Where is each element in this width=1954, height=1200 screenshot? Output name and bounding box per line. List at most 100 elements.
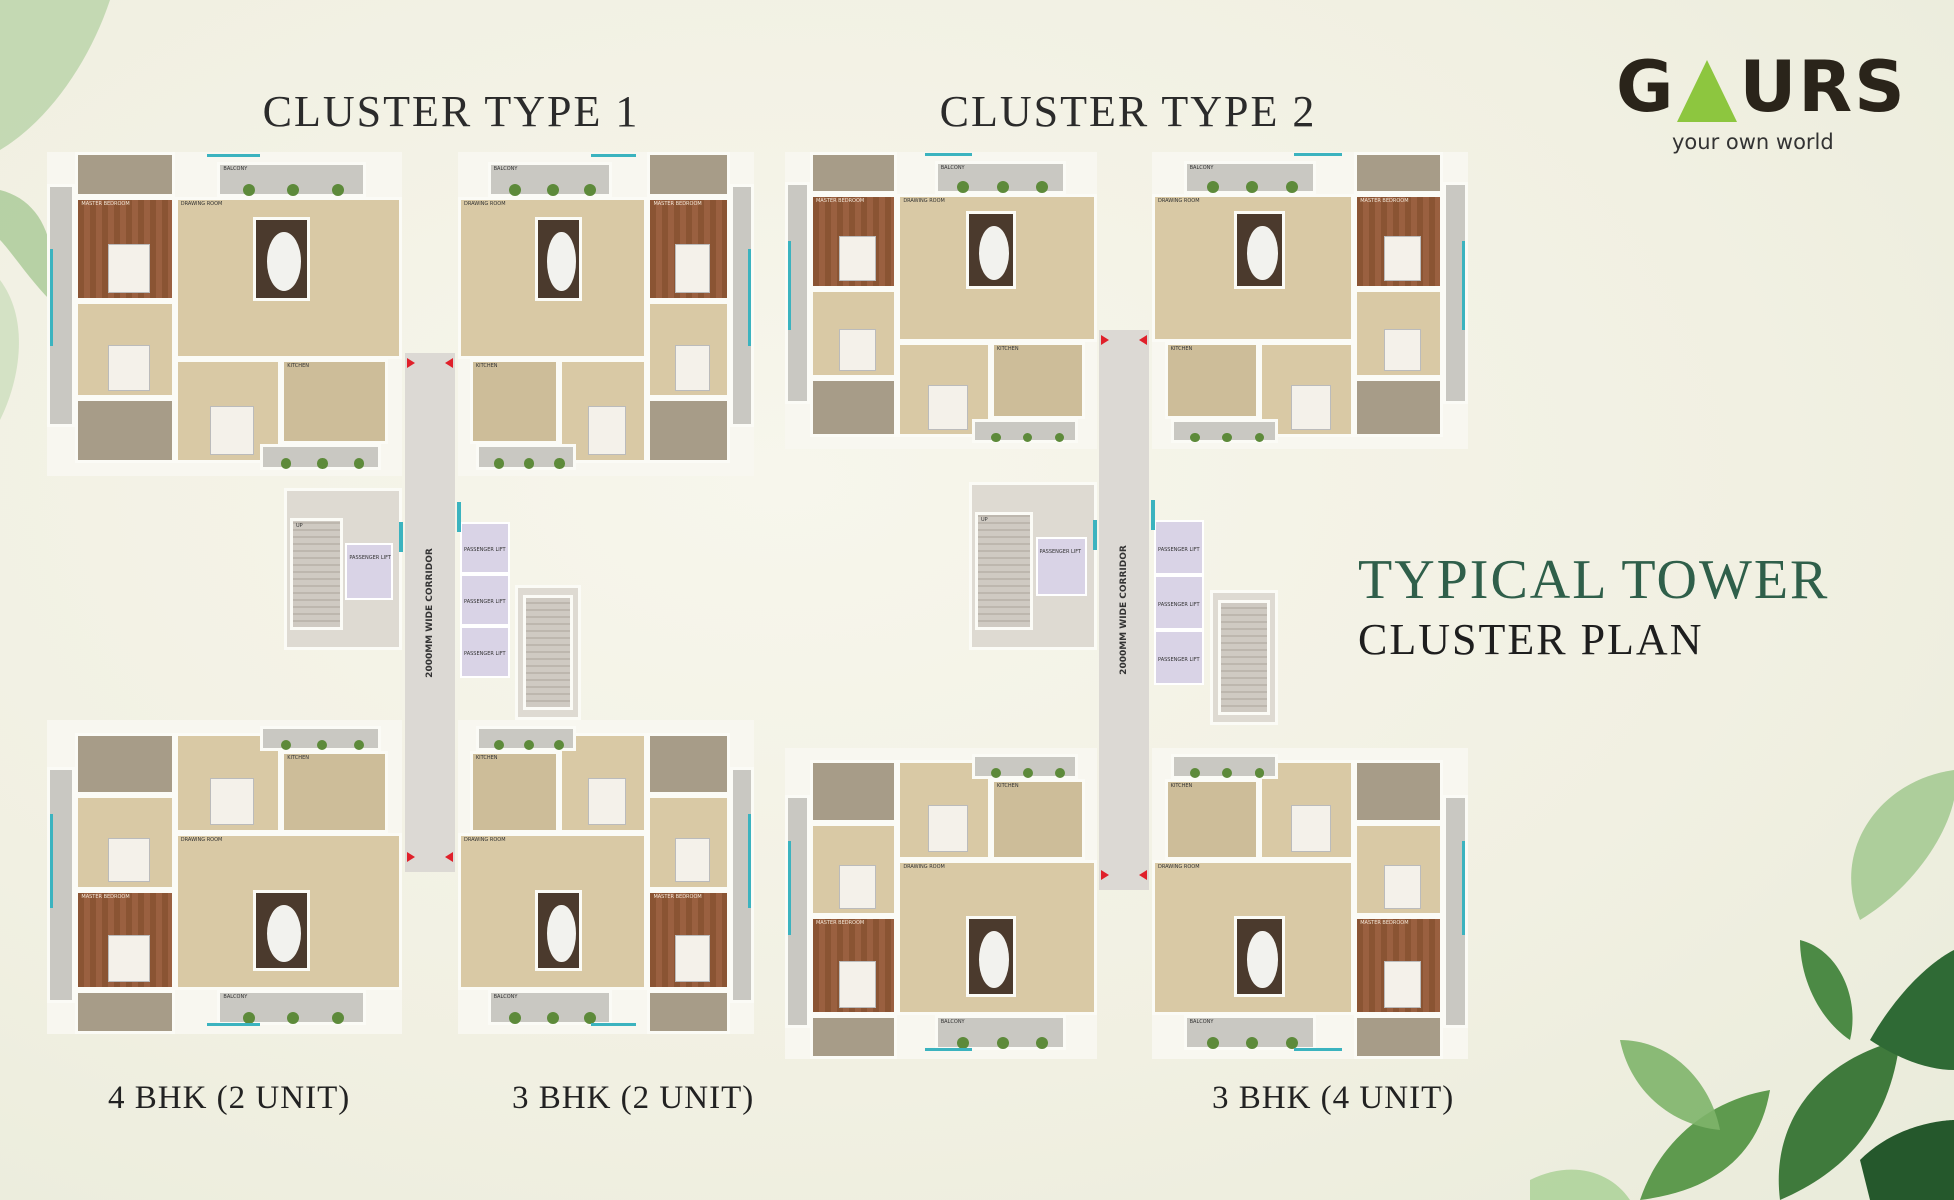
plant-icon xyxy=(1222,432,1232,443)
lift-label: PASSENGER LIFT xyxy=(1158,546,1200,553)
master-bedroom: MASTER BEDROOM xyxy=(1354,915,1443,1016)
logo-letters: URS xyxy=(1739,46,1907,128)
side-balcony xyxy=(730,184,754,428)
bedroom xyxy=(809,822,898,916)
cluster-type-1-title: CLUSTER TYPE 1 xyxy=(262,87,640,136)
kitchen: KITCHEN xyxy=(281,359,388,444)
plant-icon xyxy=(332,1011,345,1024)
window xyxy=(1093,520,1097,550)
plant-icon xyxy=(524,458,535,469)
plant-icon xyxy=(991,768,1002,779)
master-bedroom: MASTER BEDROOM xyxy=(809,193,898,289)
toilet-room xyxy=(75,152,175,198)
utility-balcony xyxy=(260,726,381,752)
lift-label: PASSENGER LIFT xyxy=(464,599,506,605)
lift-label: PASSENGER LIFT xyxy=(464,547,506,553)
lift-label: PASSENGER LIFT xyxy=(464,651,506,657)
bed-icon xyxy=(108,243,150,293)
toilet-room xyxy=(809,760,898,823)
plant-icon xyxy=(1246,1036,1259,1049)
plant-icon xyxy=(509,184,522,197)
entry-arrow-icon xyxy=(1139,870,1147,880)
leaves-bottom-right-decoration xyxy=(1530,770,1954,1200)
utility-balcony xyxy=(1170,419,1279,444)
dining-area xyxy=(534,216,583,302)
window xyxy=(925,153,973,157)
bed-icon xyxy=(839,329,877,372)
plant-icon xyxy=(1190,432,1200,443)
stair-label: UP xyxy=(981,517,988,523)
side-balcony xyxy=(47,767,76,1003)
plant-icon xyxy=(1286,180,1299,193)
balcony: BALCONY xyxy=(1183,160,1317,194)
window xyxy=(591,153,636,157)
toilet-room xyxy=(809,152,898,194)
bed-icon xyxy=(108,837,150,883)
room-label: KITCHEN xyxy=(996,346,1019,353)
plant-icon xyxy=(332,184,345,197)
window xyxy=(1462,241,1465,331)
kitchen: KITCHEN xyxy=(281,751,388,834)
room-label: MASTER BEDROOM xyxy=(653,893,702,900)
bed-icon xyxy=(928,384,968,430)
bed-icon xyxy=(209,405,255,455)
utility-balcony xyxy=(260,443,381,470)
window xyxy=(50,814,53,909)
room-label: KITCHEN xyxy=(996,783,1019,790)
staircase: UP xyxy=(290,518,344,630)
room-label: BALCONY xyxy=(493,165,518,172)
plant-icon xyxy=(281,740,292,751)
lift-label: PASSENGER LIFT xyxy=(1158,656,1200,663)
unit-label-3bhk-2unit: 3 BHK (2 UNIT) xyxy=(512,1080,755,1116)
bedroom xyxy=(647,795,731,890)
leaves-top-left-decoration xyxy=(0,0,110,420)
bed-icon xyxy=(839,236,877,282)
dining-table-icon xyxy=(547,232,576,292)
toilet-room xyxy=(647,398,731,464)
plant-icon xyxy=(554,740,565,751)
entry-arrow-icon xyxy=(445,852,453,862)
plant-icon xyxy=(1286,1036,1299,1049)
bed-icon xyxy=(588,405,626,455)
plant-icon xyxy=(1036,180,1049,193)
room-label: MASTER BEDROOM xyxy=(81,893,130,900)
dining-table-icon xyxy=(1247,931,1278,988)
plant-icon xyxy=(1254,768,1265,779)
utility-balcony xyxy=(475,726,577,752)
plant-icon xyxy=(583,1011,596,1024)
room-label: MASTER BEDROOM xyxy=(81,201,130,208)
kitchen: KITCHEN xyxy=(469,359,559,444)
room-label: DRAWING ROOM xyxy=(903,863,945,870)
bedroom xyxy=(1259,760,1355,860)
room-label: MASTER BEDROOM xyxy=(815,197,865,204)
logo-tagline: your own world xyxy=(1672,130,1834,154)
room-label: DRAWING ROOM xyxy=(1158,863,1200,870)
balcony: BALCONY xyxy=(934,1015,1066,1050)
plant-icon xyxy=(546,184,559,197)
room-label: DRAWING ROOM xyxy=(1158,197,1200,204)
room-label: DRAWING ROOM xyxy=(903,197,945,204)
logo-peak-icon xyxy=(1677,60,1738,122)
master-bedroom: MASTER BEDROOM xyxy=(75,889,175,991)
dining-area xyxy=(965,915,1016,997)
passenger-lift: PASSENGER LIFT xyxy=(1154,630,1204,685)
lift-label: PASSENGER LIFT xyxy=(1039,549,1082,555)
master-bedroom: MASTER BEDROOM xyxy=(1354,193,1443,289)
room-label: DRAWING ROOM xyxy=(464,837,506,844)
bed-icon xyxy=(1383,864,1422,909)
cluster-type-2-title: CLUSTER TYPE 2 xyxy=(939,87,1317,136)
dining-table-icon xyxy=(267,232,302,292)
toilet-room xyxy=(75,398,175,464)
toilet-room xyxy=(1354,377,1443,438)
plant-icon xyxy=(317,458,328,469)
passenger-lift: PASSENGER LIFT xyxy=(1035,537,1087,596)
toilet-room xyxy=(75,990,175,1034)
utility-balcony xyxy=(1170,754,1279,780)
balcony: BALCONY xyxy=(217,990,367,1025)
window xyxy=(50,249,53,347)
bed-icon xyxy=(588,777,626,825)
